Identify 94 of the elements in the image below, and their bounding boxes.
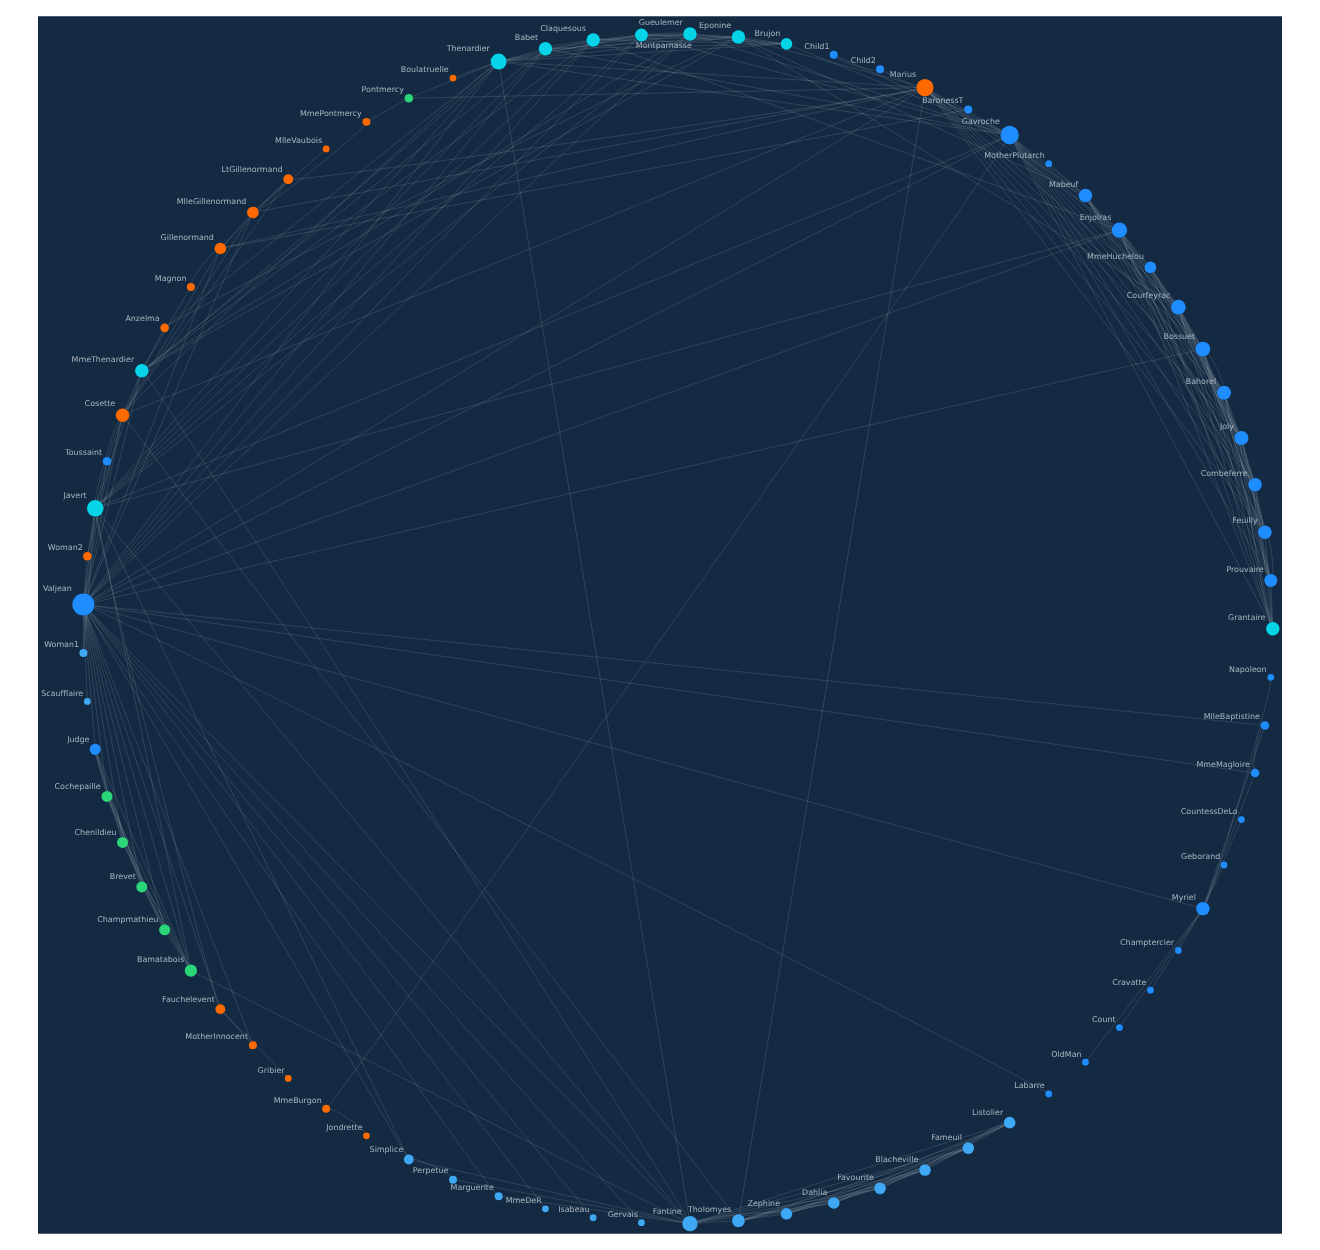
node-circle — [403, 1154, 414, 1165]
connector — [92, 92, 918, 599]
node-circle — [284, 1075, 292, 1082]
connector — [128, 90, 917, 413]
connector — [88, 613, 407, 1156]
node-circle — [1082, 1058, 1089, 1066]
node-circle — [1267, 673, 1275, 681]
node-circle — [117, 836, 129, 848]
node-circle — [1111, 222, 1128, 238]
node-circle — [1078, 188, 1093, 203]
node-circle — [638, 1219, 645, 1227]
node-circle — [135, 363, 149, 378]
node-circle — [1147, 986, 1154, 994]
node-circle — [731, 30, 746, 44]
connector — [456, 1180, 683, 1223]
connector — [147, 67, 494, 368]
node-circle — [184, 964, 197, 977]
node-circle — [214, 242, 227, 255]
node-circle — [964, 105, 973, 114]
node-circle — [101, 790, 113, 802]
node-circle — [1260, 721, 1270, 730]
node-circle — [1258, 525, 1272, 539]
node-circle — [1195, 341, 1211, 357]
node-circle — [1175, 947, 1182, 954]
node-circle — [919, 1164, 931, 1176]
node-circle — [363, 1132, 370, 1140]
connector — [552, 49, 1001, 134]
node-circle — [1045, 1090, 1053, 1098]
node-circle — [1266, 622, 1280, 636]
connector — [103, 232, 1112, 507]
connector — [502, 1196, 683, 1223]
node-circle — [72, 593, 95, 616]
node-circle — [248, 1041, 257, 1050]
node-circle — [874, 1182, 886, 1195]
node-circle — [159, 924, 171, 936]
node-circle — [1045, 160, 1053, 168]
node-circle — [160, 323, 169, 333]
node-circle — [1248, 477, 1262, 492]
node-circle — [1220, 861, 1228, 869]
node-circle — [1238, 816, 1245, 823]
node-circle — [115, 408, 130, 422]
node-circle — [494, 1192, 503, 1201]
node-circle — [683, 27, 697, 41]
node-circle — [542, 1205, 549, 1213]
node-circle — [1116, 1024, 1123, 1031]
node-circle — [732, 1214, 745, 1228]
connector — [196, 973, 684, 1221]
node-circle — [1171, 299, 1186, 315]
node-circle — [829, 50, 838, 59]
node-circle — [876, 65, 885, 74]
node-circle — [322, 145, 330, 153]
node-circle — [1250, 768, 1260, 778]
node-circle — [682, 1216, 698, 1232]
node-circle — [83, 551, 92, 561]
node-circle — [186, 283, 195, 291]
node-circle — [404, 93, 414, 103]
node-circle — [1196, 901, 1210, 916]
node-circle — [586, 33, 600, 47]
node-circle — [490, 53, 507, 70]
node-circle — [102, 456, 112, 466]
node-circle — [1264, 573, 1278, 587]
connector — [1204, 356, 1270, 575]
connector — [102, 138, 1002, 506]
node-circle — [215, 1004, 226, 1015]
node-circle — [1216, 385, 1231, 400]
node-circle — [1003, 1116, 1016, 1129]
node-circle — [136, 881, 148, 893]
node-circle — [449, 74, 457, 82]
node-circle — [86, 500, 104, 517]
node-circle — [1234, 431, 1249, 446]
node-circle — [283, 174, 294, 185]
node-circle — [322, 1104, 331, 1113]
node-circle — [538, 42, 553, 56]
node-circle — [83, 698, 91, 705]
node-circle — [589, 1214, 597, 1222]
connector — [506, 62, 1001, 134]
node-circle — [962, 1142, 975, 1154]
connector — [506, 61, 917, 88]
node-circle — [362, 117, 371, 126]
node-circle — [916, 79, 934, 97]
connector — [499, 69, 689, 1217]
node-circle — [780, 38, 793, 50]
node-circle — [79, 649, 88, 658]
node-circle — [1000, 125, 1019, 145]
node-circle — [780, 1207, 793, 1220]
node-circle — [635, 28, 648, 42]
connector — [1015, 142, 1220, 388]
connector — [791, 45, 1002, 132]
node-circle — [827, 1197, 840, 1209]
node-circle — [89, 743, 101, 755]
node-circle — [247, 206, 259, 219]
node-circle — [1144, 261, 1157, 274]
node-circle — [449, 1175, 457, 1184]
connector — [100, 514, 686, 1218]
